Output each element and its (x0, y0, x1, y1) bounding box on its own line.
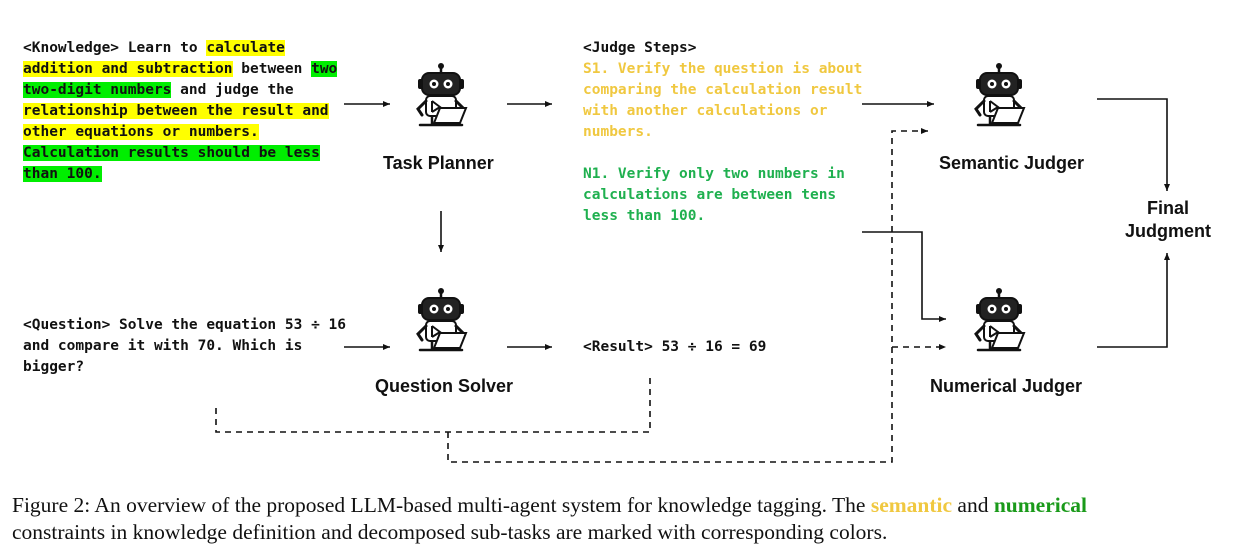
connector-arrows (215, 98, 1170, 463)
highlight-numerical: two (311, 61, 338, 77)
arrow (862, 231, 946, 322)
highlight-numerical: two-digit numbers (23, 82, 172, 98)
highlight-semantic: addition and subtraction (23, 61, 233, 77)
arrow (1097, 253, 1170, 348)
numerical-judger-label: Numerical Judger (930, 376, 1083, 396)
judge-steps: <Judge Steps> S1. Verify the question is… (583, 38, 862, 227)
judge-steps-title: <Judge Steps> (583, 40, 697, 56)
task-planner-label: Task Planner (383, 153, 494, 173)
highlight-semantic: calculate (206, 40, 285, 56)
figure-caption: Figure 2: An overview of the proposed LL… (12, 493, 1087, 544)
caption-semantic: semantic (870, 493, 953, 517)
numerical-step-line: less than 100. (583, 208, 706, 224)
numerical-step-line: calculations are between tens (583, 187, 837, 203)
semantic-step-line: numbers. (583, 124, 653, 140)
final-judgment: Final Judgment (1124, 198, 1211, 241)
arrow (1097, 98, 1170, 191)
semantic-step-line: with another calculations or (583, 103, 828, 119)
dashed-connector (215, 376, 651, 433)
highlight-numerical: Calculation results should be less (23, 145, 320, 161)
knowledge-tag: <Knowledge> (23, 40, 120, 56)
question-solver-label: Question Solver (375, 376, 514, 396)
caption-numerical: numerical (993, 493, 1087, 517)
highlight-semantic: other equations or numbers. (23, 124, 259, 140)
highlight-numerical: than 100. (23, 166, 102, 182)
result-text: <Result> 53 ÷ 16 = 69 (583, 339, 767, 355)
semantic-step-line: comparing the calculation result (583, 82, 863, 98)
semantic-judger-label: Semantic Judger (939, 153, 1085, 173)
knowledge-text: <Knowledge> Learn to calculate addition … (23, 40, 338, 182)
dashed-connector (447, 128, 928, 463)
highlight-semantic: relationship between the result and (23, 103, 329, 119)
question-text: <Question> Solve the equation 53 ÷ 16 an… (23, 317, 347, 375)
numerical-step-line: N1. Verify only two numbers in (583, 166, 845, 182)
semantic-step-line: S1. Verify the question is about (583, 61, 863, 77)
